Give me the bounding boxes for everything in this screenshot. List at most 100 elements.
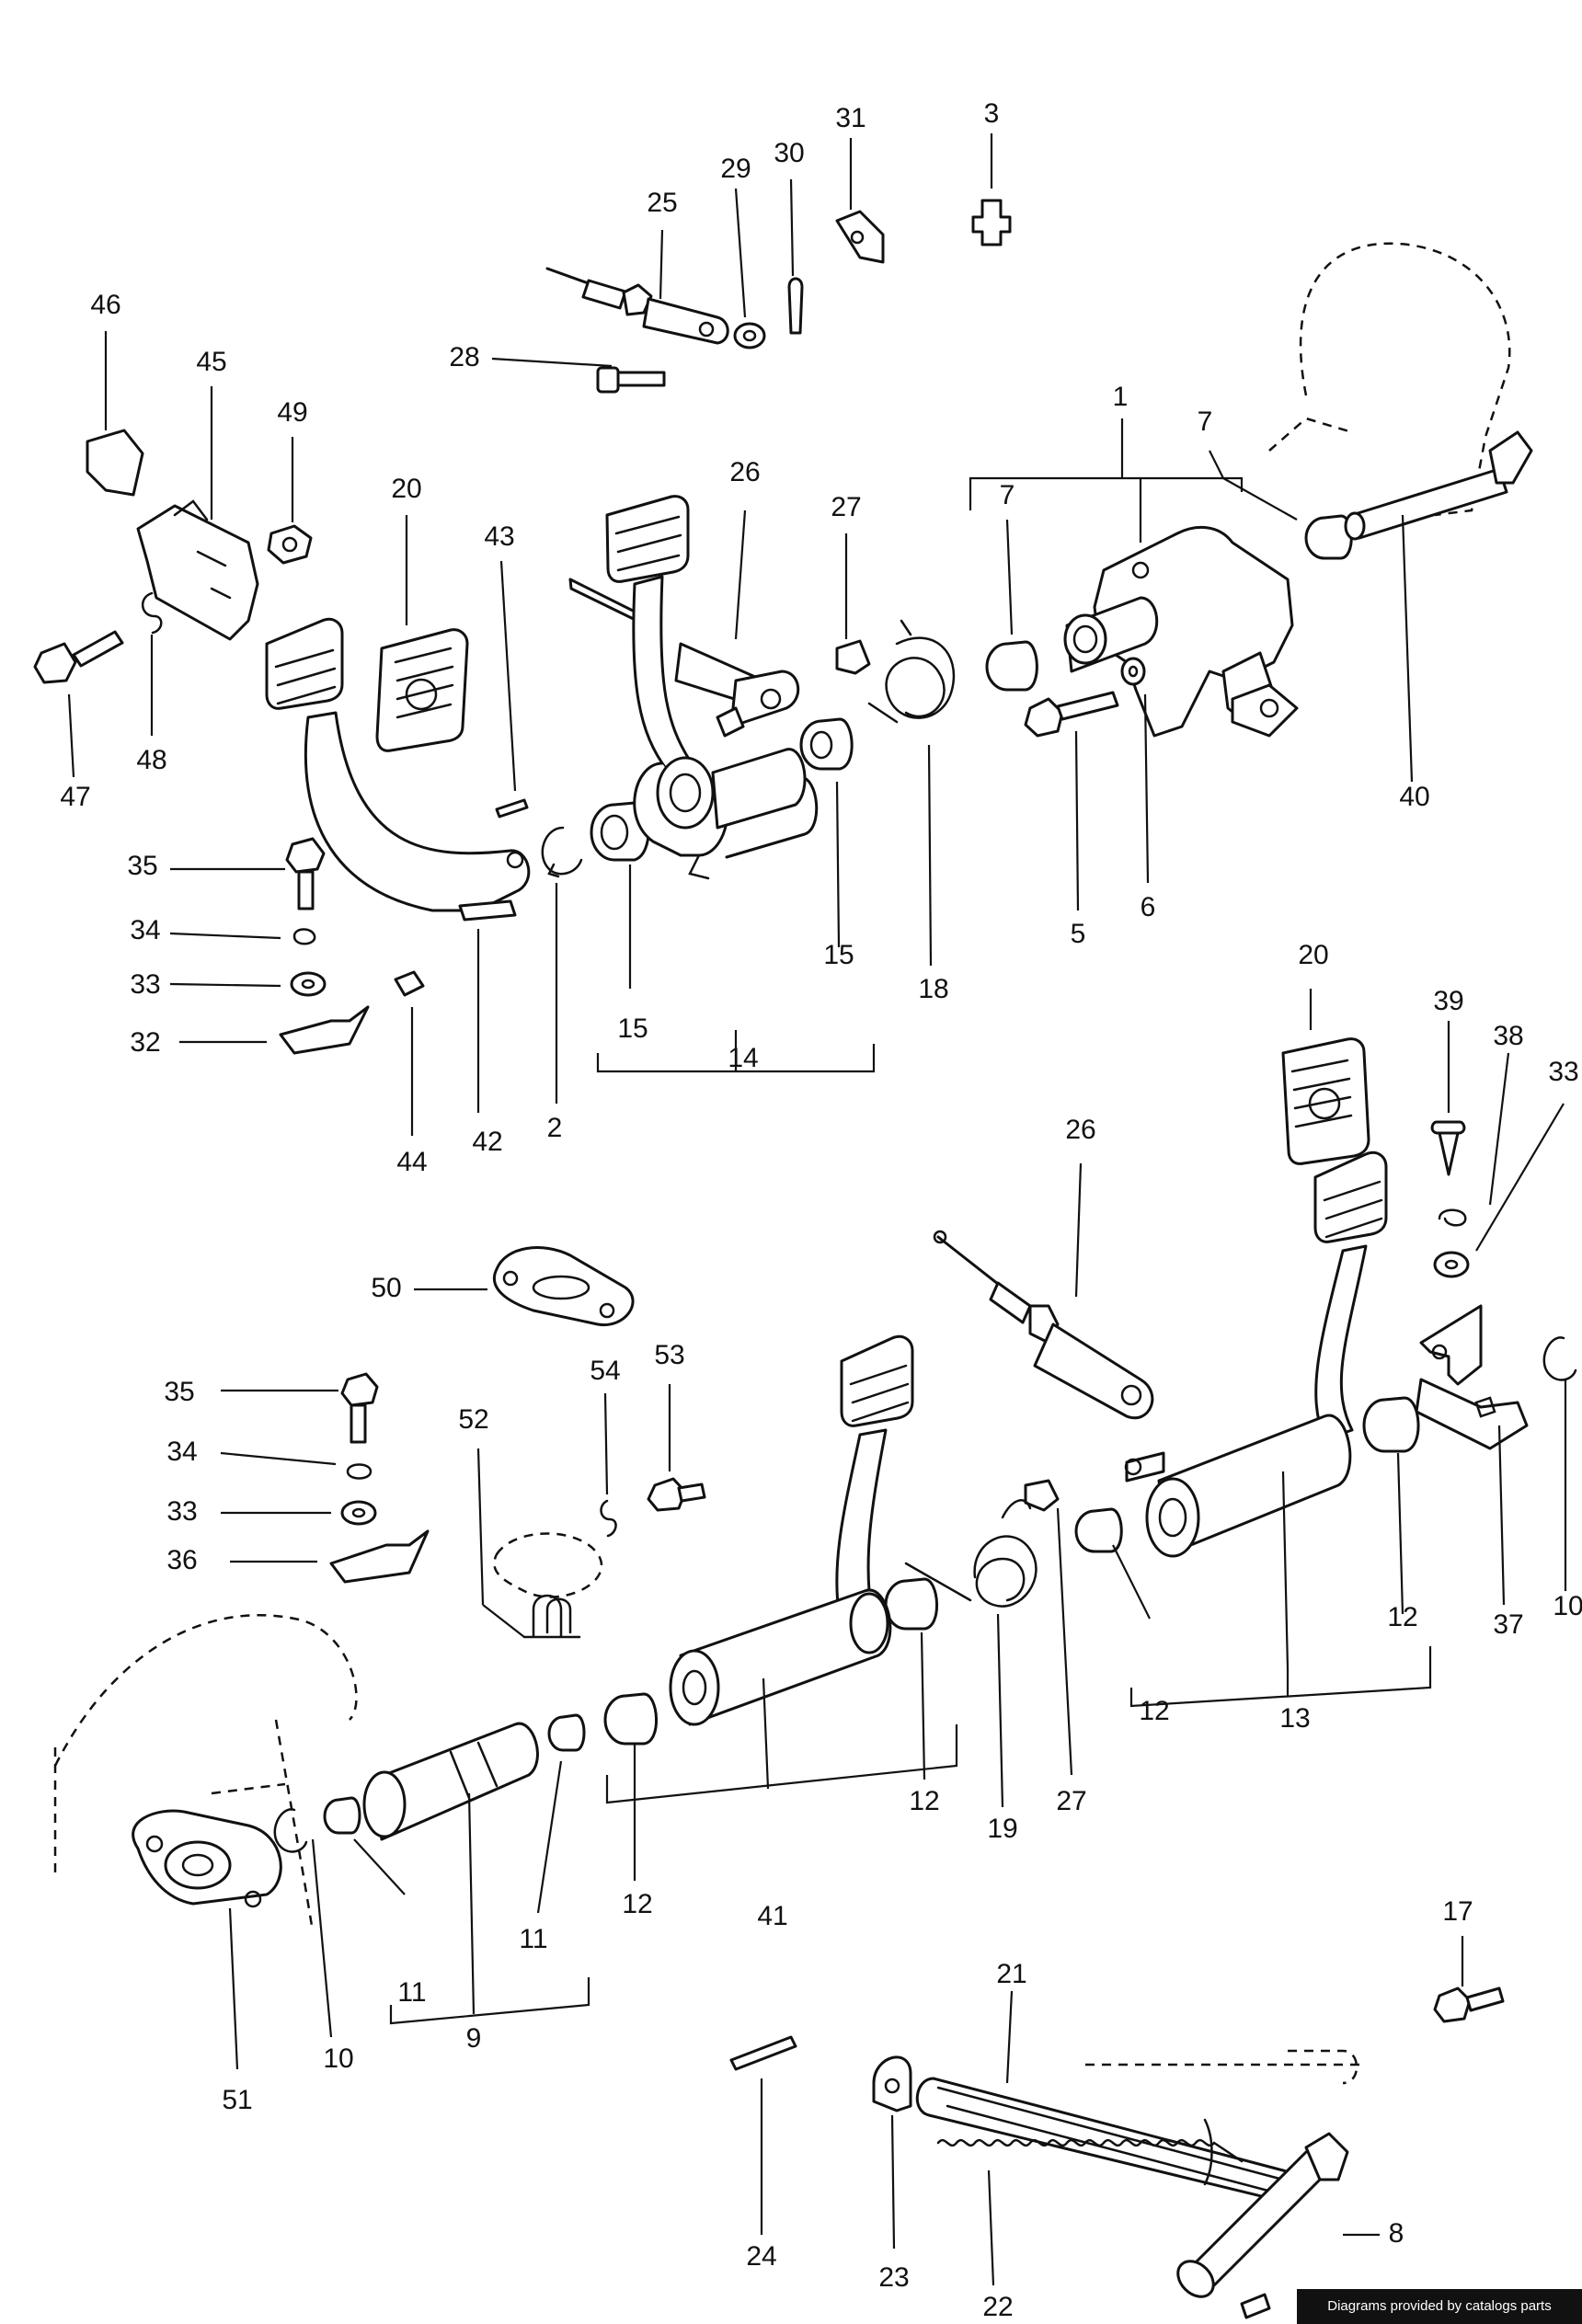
bracket-9 — [389, 1977, 590, 2025]
callout-33-right: 33 — [1548, 1057, 1578, 1087]
part-48-clip — [142, 591, 163, 736]
part-12-bush-right-a — [1362, 1396, 1420, 1615]
part-20-pedal-pad-right — [1281, 989, 1370, 1165]
callout-12-right-a: 12 — [1387, 1602, 1417, 1632]
source-caption: Diagrams provided by catalogs parts — [1297, 2289, 1582, 2324]
callout-20-right: 20 — [1298, 940, 1328, 970]
part-23-clip — [872, 2055, 912, 2250]
callout-46: 46 — [90, 290, 120, 320]
callout-3: 3 — [984, 98, 1000, 129]
part-44-stop-rubber — [394, 970, 425, 1136]
callout-33-top: 33 — [130, 969, 160, 1000]
callout-18: 18 — [918, 974, 948, 1004]
part-22-spring — [936, 2138, 1244, 2286]
part-33-washer-top — [169, 971, 327, 997]
callout-41: 41 — [757, 1901, 787, 1931]
part-27-clip-mid — [1024, 1479, 1073, 1776]
part-25-cable-end — [545, 229, 729, 345]
part-10-circlip-left — [273, 1808, 333, 2038]
part-45-stop-bracket — [136, 386, 259, 641]
callout-22: 22 — [982, 2292, 1013, 2322]
callout-27-top: 27 — [831, 492, 861, 522]
callout-26-mid: 26 — [1065, 1115, 1095, 1145]
callout-1: 1 — [1113, 382, 1129, 412]
part-14-pedal-shaft — [633, 706, 819, 880]
callout-54: 54 — [590, 1356, 620, 1386]
part-9-pedal-shaft — [362, 1722, 590, 2025]
part-8-pivot-pin — [1176, 2132, 1380, 2319]
callout-10-right: 10 — [1553, 1591, 1582, 1621]
part-46-stop-cap — [86, 331, 144, 497]
callout-7-left: 7 — [1000, 480, 1015, 510]
part-18-return-spring — [867, 619, 956, 967]
callout-labels: 31 3 29 30 25 28 46 45 49 20 43 26 27 1 … — [60, 98, 1582, 2322]
part-32-stop-plate — [179, 1005, 370, 1055]
part-34-washer-top — [169, 928, 316, 945]
callout-29: 29 — [720, 154, 751, 184]
part-11-bush-right — [536, 1713, 586, 1914]
part-12-bush-left — [603, 1692, 658, 1881]
part-17-bolt — [1433, 1936, 1505, 2023]
callout-49: 49 — [277, 397, 307, 428]
callout-21: 21 — [996, 1959, 1026, 1989]
callout-48: 48 — [136, 745, 166, 775]
part-28-bolt — [491, 357, 666, 394]
part-52-clip-holder — [476, 1448, 603, 1639]
part-41-clutch-pedal — [605, 1334, 958, 1804]
part-5-bolt — [1024, 691, 1119, 911]
part-54-clip — [600, 1392, 617, 1538]
part-13-brake-pedal — [1124, 1151, 1388, 1670]
callout-12-right-b: 12 — [1139, 1696, 1169, 1726]
part-6-washer — [1120, 657, 1150, 884]
callout-15-right: 15 — [823, 940, 854, 970]
part-33-washer-right — [1433, 1103, 1565, 1278]
callout-35-mid: 35 — [164, 1377, 194, 1407]
callout-34-mid: 34 — [166, 1437, 197, 1467]
callout-7-right: 7 — [1198, 406, 1213, 437]
part-15-bush-left — [590, 801, 650, 989]
callout-42: 42 — [472, 1127, 502, 1157]
callout-38: 38 — [1493, 1021, 1523, 1051]
callout-12-left: 12 — [622, 1889, 652, 1919]
callout-24: 24 — [746, 2241, 776, 2272]
callout-8: 8 — [1389, 2218, 1404, 2249]
callout-15-left: 15 — [617, 1013, 648, 1044]
part-3-grease-nipple — [971, 133, 1012, 246]
part-20-pedal-pad-top — [375, 515, 469, 752]
callout-2: 2 — [547, 1113, 563, 1143]
part-33-washer-mid — [221, 1500, 377, 1526]
part-35-bolt-top — [170, 837, 326, 910]
callout-50: 50 — [371, 1273, 401, 1303]
part-26-cable-rod — [933, 1162, 1154, 1420]
callout-13: 13 — [1279, 1703, 1310, 1734]
part-19-return-spring — [904, 1499, 1037, 1808]
part-43-pin — [495, 560, 529, 819]
bracket-41 — [605, 1724, 958, 1804]
callout-10-left: 10 — [323, 2044, 353, 2074]
part-10-circlip-right — [1542, 1336, 1577, 1591]
housing-outline-top-right — [1268, 242, 1511, 517]
housing-outline-bottom-left — [53, 1614, 358, 1932]
callout-20-top: 20 — [391, 474, 421, 504]
callout-53: 53 — [654, 1340, 684, 1370]
callout-31: 31 — [835, 103, 866, 133]
part-29-washer — [733, 188, 766, 349]
callout-52: 52 — [458, 1404, 488, 1435]
part-15-bush-right — [799, 717, 854, 948]
callout-27-mid: 27 — [1056, 1786, 1086, 1816]
callout-51: 51 — [222, 2085, 252, 2115]
part-35-bolt-mid — [221, 1372, 379, 1444]
callout-44: 44 — [396, 1147, 427, 1177]
callout-6: 6 — [1141, 892, 1156, 922]
part-39-screw — [1430, 1021, 1466, 1176]
part-53-bolt — [647, 1384, 706, 1512]
part-12-bush-right-b — [1074, 1507, 1151, 1620]
part-34-washer-mid — [220, 1451, 373, 1480]
callout-37: 37 — [1493, 1609, 1523, 1640]
callout-19: 19 — [987, 1814, 1017, 1844]
part-12-bush-mid — [884, 1577, 938, 1780]
part-7-bush-a — [985, 519, 1038, 692]
part-26-pedal-lever — [568, 495, 800, 772]
callout-9: 9 — [466, 2023, 482, 2054]
callout-17: 17 — [1442, 1896, 1473, 1927]
